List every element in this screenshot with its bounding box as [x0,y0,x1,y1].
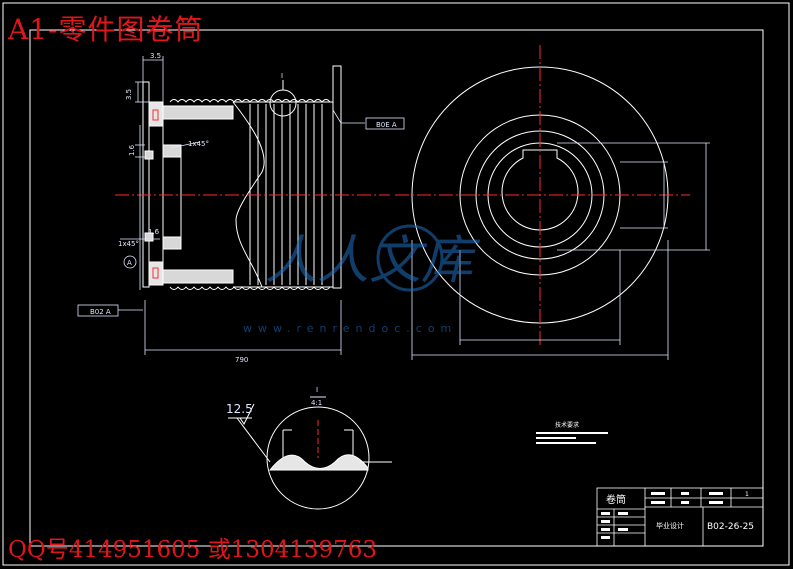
inner-border [29,29,764,547]
datum-circle-a [123,255,137,269]
notes-title: 技术要求 [555,421,579,429]
watermark: 人人文库 www.renrendoc.com [243,224,481,335]
svg-text:1.6: 1.6 [148,228,160,236]
detail-view [228,396,392,510]
watermark-logo-circle [376,224,444,292]
watermark-logo-text: 人人文库 [265,231,481,291]
notes-line-3 [536,442,596,444]
detail-marker-label: I [281,72,283,80]
datum-label-a: A [127,259,132,267]
contact-info: QQ号414951605 或1304139763 [8,537,378,563]
front-dimensions [120,56,365,355]
chamfer-label-1: 1x45° [188,140,209,148]
tol-frame-top-label: B0E A [376,121,397,129]
scale-cell: 1 [745,491,749,498]
detail-title-label: I [316,386,318,394]
roughness-label: 12.5 [226,402,253,416]
tol-frame-top [365,117,405,130]
notes-line-2 [536,437,576,439]
part-name: 卷筒 [606,493,626,506]
tol-frame-left [77,304,119,317]
notes-line-1 [536,432,608,434]
svg-text:3.5: 3.5 [125,89,133,100]
detail-scale-label: 4:1 [311,399,322,407]
watermark-url: www.renrendoc.com [243,322,457,335]
svg-text:1.6: 1.6 [128,144,136,156]
svg-text:3.5: 3.5 [150,52,161,60]
chamfer-label-2: 1x45° [118,240,139,248]
title-block [596,487,764,547]
svg-text:790: 790 [235,356,248,364]
front-dim-texts: 3.5 3.5 1.6 1.6 790 [125,52,248,364]
project-name: 毕业设计 [656,521,684,530]
title-block-fills [601,492,723,539]
tol-frame-left-label: B02 A [90,308,111,316]
page-title: A1-零件图卷筒 [8,13,204,46]
side-dimensions [411,142,710,360]
drawing-number: B02-26-25 [707,522,754,532]
